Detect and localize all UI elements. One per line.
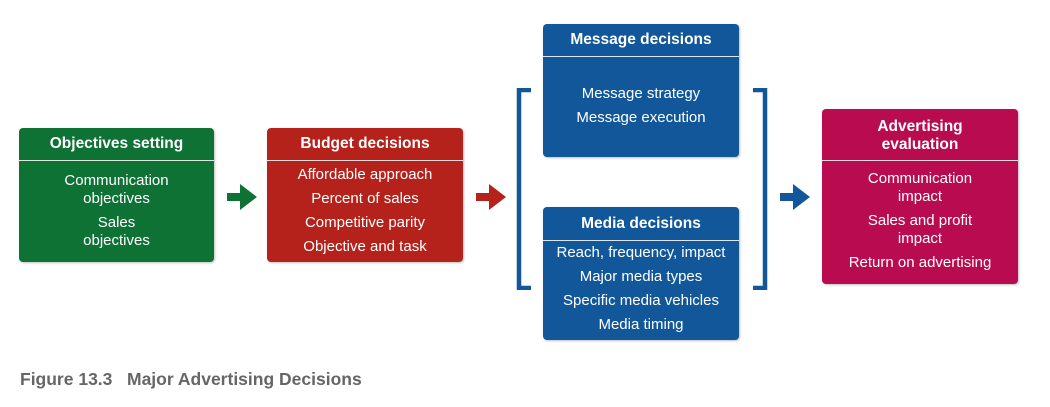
budget-decisions-list: Affordable approach Percent of sales Com… xyxy=(267,161,463,256)
left-bracket xyxy=(516,88,531,290)
budget-decisions-title: Budget decisions xyxy=(267,128,463,161)
figure-title: Major Advertising Decisions xyxy=(127,369,362,389)
message-item: Message execution xyxy=(576,109,706,126)
objectives-setting-list: Communication objectives Sales objective… xyxy=(19,161,214,250)
arrow-right-icon xyxy=(780,184,810,210)
objectives-setting-title: Objectives setting xyxy=(19,128,214,161)
message-item: Message strategy xyxy=(581,85,701,102)
evaluation-item: Return on advertising xyxy=(848,254,992,271)
objectives-setting-box: Objectives setting Communication objecti… xyxy=(19,128,214,262)
budget-item: Percent of sales xyxy=(311,190,419,207)
budget-item: Objective and task xyxy=(303,238,427,255)
right-bracket xyxy=(753,88,768,290)
advertising-evaluation-list: Communication impact Sales and profit im… xyxy=(822,161,1018,272)
arrow-right-icon xyxy=(476,184,506,210)
budget-item: Competitive parity xyxy=(304,214,426,231)
budget-item: Affordable approach xyxy=(297,166,433,183)
media-decisions-list: Reach, frequency, impact Major media typ… xyxy=(543,241,739,334)
message-decisions-title: Message decisions xyxy=(543,24,739,57)
figure-number: Figure 13.3 xyxy=(20,369,113,389)
message-decisions-box: Message decisions Message strategy Messa… xyxy=(543,24,739,157)
media-item: Media timing xyxy=(598,316,684,333)
arrow-right-icon xyxy=(227,184,257,210)
advertising-evaluation-box: Advertising evaluation Communication imp… xyxy=(822,109,1018,284)
media-item: Major media types xyxy=(579,268,703,285)
media-item: Reach, frequency, impact xyxy=(556,244,726,261)
advertising-evaluation-title: Advertising evaluation xyxy=(822,109,1018,161)
evaluation-item: Communication impact xyxy=(867,170,973,205)
budget-decisions-box: Budget decisions Affordable approach Per… xyxy=(267,128,463,262)
figure-caption: Figure 13.3 Major Advertising Decisions xyxy=(20,369,362,390)
objective-item: Communication objectives xyxy=(64,172,169,207)
advertising-evaluation-title-text: Advertising evaluation xyxy=(877,117,963,153)
message-decisions-list: Message strategy Message execution xyxy=(543,57,739,127)
evaluation-item: Sales and profit impact xyxy=(867,212,973,247)
media-decisions-box: Media decisions Reach, frequency, impact… xyxy=(543,207,739,340)
objective-item: Sales objectives xyxy=(83,214,150,249)
media-item: Specific media vehicles xyxy=(563,292,719,309)
media-decisions-title: Media decisions xyxy=(543,207,739,241)
